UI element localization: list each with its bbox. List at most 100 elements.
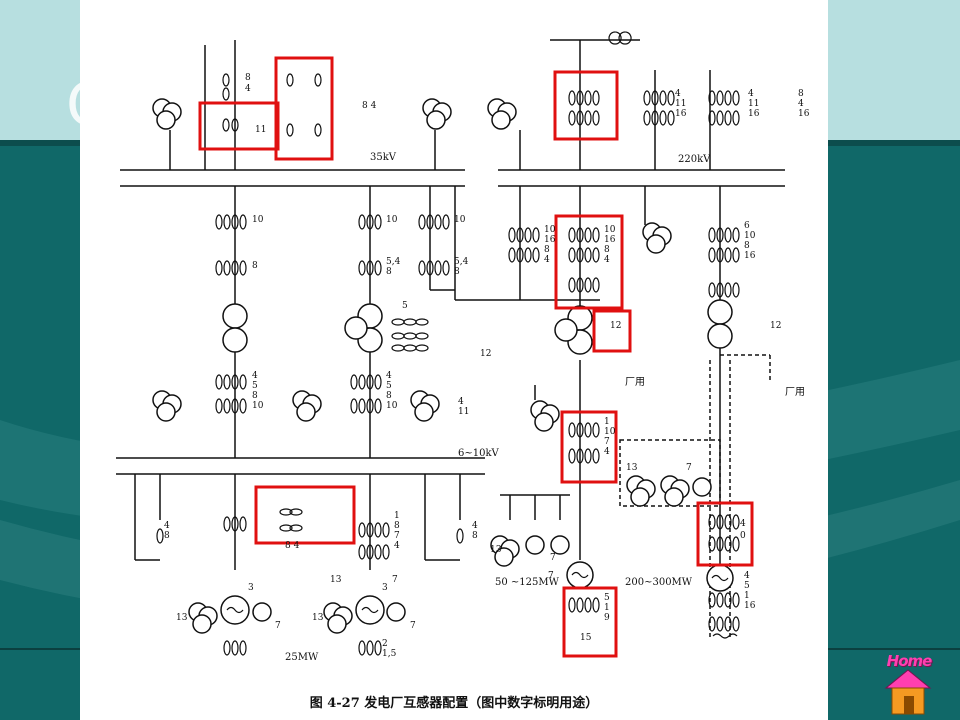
diagram-figure: 35kV 220kV 6~10kV 25MW 50 ~125MW 200~300… xyxy=(80,0,828,720)
home-button-label: Home xyxy=(886,652,933,670)
purpose-number: 7 xyxy=(392,575,398,585)
purpose-number: 10 xyxy=(252,401,264,411)
purpose-number: 10 xyxy=(386,215,398,225)
purpose-number: 11 xyxy=(255,125,266,135)
purpose-number: 16 xyxy=(744,601,756,611)
purpose-number: 1,5 xyxy=(382,649,397,659)
purpose-number: 3 xyxy=(248,583,254,593)
purpose-number: 10 xyxy=(386,401,398,411)
purpose-number: 16 xyxy=(798,109,810,119)
purpose-number: 8 xyxy=(252,261,258,271)
purpose-number: 16 xyxy=(744,251,756,261)
purpose-number: 7 xyxy=(410,621,416,631)
purpose-number: 11 xyxy=(748,99,759,109)
purpose-number: 5 xyxy=(252,381,258,391)
purpose-number: 12 xyxy=(770,321,781,331)
purpose-number: 7 xyxy=(275,621,281,631)
ct-stack xyxy=(222,73,322,137)
purpose-number: 10 xyxy=(604,427,616,437)
purpose-number: 4 xyxy=(252,371,258,381)
purpose-number: 8 xyxy=(164,531,170,541)
purpose-number: 13 xyxy=(312,613,324,623)
purpose-number: 8 xyxy=(394,521,400,531)
purpose-number: 8 xyxy=(454,267,460,277)
purpose-number: 13 xyxy=(330,575,342,585)
bus-label-6-10kv: 6~10kV xyxy=(458,448,500,459)
purpose-number: 7 xyxy=(394,531,400,541)
purpose-number: 4 xyxy=(740,519,746,529)
purpose-number: 8 xyxy=(245,73,251,83)
purpose-number: 4 xyxy=(458,397,464,407)
home-button[interactable]: Home xyxy=(876,652,940,716)
purpose-number: 13 xyxy=(626,463,638,473)
purpose-number: 5,4 xyxy=(386,257,401,267)
purpose-number: 15 xyxy=(580,633,592,643)
purpose-number: 5 xyxy=(744,581,750,591)
purpose-number: 7 xyxy=(550,553,556,563)
purpose-number: 4 xyxy=(798,99,804,109)
purpose-number: 4 xyxy=(544,255,550,265)
gen-label-25mw: 25MW xyxy=(285,652,319,663)
purpose-number: 3 xyxy=(382,583,388,593)
purpose-number: 1 xyxy=(744,591,750,601)
purpose-number: 5 xyxy=(604,593,610,603)
purpose-number: 9 xyxy=(604,613,610,623)
aux-label-2: 厂用 xyxy=(785,387,805,398)
purpose-number: 10 xyxy=(604,225,616,235)
purpose-number: 8 4 xyxy=(285,541,300,551)
house-icon xyxy=(884,669,932,715)
purpose-number: 2 xyxy=(382,639,388,649)
purpose-number: 4 xyxy=(744,571,750,581)
bus-label-35kv: 35kV xyxy=(370,152,397,163)
purpose-number: 4 xyxy=(604,255,610,265)
purpose-number: 7 xyxy=(548,571,554,581)
purpose-number: 4 xyxy=(472,521,478,531)
purpose-number: 4 xyxy=(675,89,681,99)
purpose-number: 13 xyxy=(176,613,188,623)
purpose-number: 11 xyxy=(675,99,686,109)
purpose-number: 8 xyxy=(604,245,610,255)
purpose-number: 8 xyxy=(744,241,750,251)
purpose-number: 8 xyxy=(798,89,804,99)
purpose-number: 10 xyxy=(252,215,264,225)
purpose-number: 8 xyxy=(544,245,550,255)
purpose-number: 8 xyxy=(386,267,392,277)
purpose-number: 10 xyxy=(544,225,556,235)
purpose-number: 4 xyxy=(604,447,610,457)
purpose-number: 4 xyxy=(245,84,251,94)
purpose-number: 0 xyxy=(740,531,746,541)
purpose-number: 7 xyxy=(604,437,610,447)
purpose-number: 1 xyxy=(394,511,400,521)
purpose-number: 5,4 xyxy=(454,257,469,267)
purpose-number: 16 xyxy=(748,109,760,119)
purpose-number: 8 xyxy=(472,531,478,541)
purpose-number: 12 xyxy=(480,349,491,359)
gen-label-50-125mw: 50 ~125MW xyxy=(495,577,560,588)
purpose-number: 16 xyxy=(675,109,687,119)
purpose-number: 16 xyxy=(604,235,616,245)
transformer-configuration-diagram: 35kV 220kV 6~10kV 25MW 50 ~125MW 200~300… xyxy=(116,31,810,663)
highlight-boxes xyxy=(198,56,754,658)
purpose-number: 12 xyxy=(610,321,621,331)
gen-label-200-300mw: 200~300MW xyxy=(625,577,693,588)
figure-caption: 图 4-27 发电厂互感器配置（图中数字标明用途） xyxy=(309,696,599,711)
purpose-number: 11 xyxy=(458,407,469,417)
purpose-number: 5 xyxy=(386,381,392,391)
purpose-number: 6 xyxy=(744,221,750,231)
purpose-number: 10 xyxy=(454,215,466,225)
purpose-number: 4 xyxy=(394,541,400,551)
purpose-number: 13 xyxy=(490,545,502,555)
purpose-number: 10 xyxy=(744,231,756,241)
purpose-number: 16 xyxy=(544,235,556,245)
aux-label-1: 厂用 xyxy=(625,377,645,388)
purpose-number: 5 xyxy=(402,301,408,311)
purpose-number: 1 xyxy=(604,603,610,613)
bus-label-220kv: 220kV xyxy=(678,154,711,165)
purpose-number: 4 xyxy=(748,89,754,99)
purpose-number: 1 xyxy=(604,417,610,427)
purpose-number: 8 xyxy=(386,391,392,401)
purpose-number: 8 xyxy=(252,391,258,401)
purpose-number: 8 4 xyxy=(362,101,377,111)
purpose-number: 4 xyxy=(386,371,392,381)
